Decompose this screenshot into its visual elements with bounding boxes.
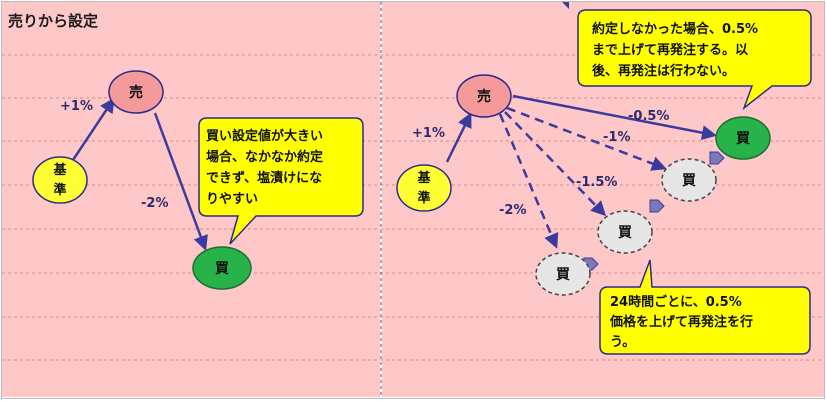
left-callout-line-2: 場合、なかなか約定 [206, 149, 323, 165]
left-buy-label: 買 [215, 261, 230, 277]
right-buy-label: 買 [736, 131, 751, 147]
right-top-callout-line-2: まで上げて再発注する。以 [592, 42, 748, 58]
right-bottom-callout-line-1: 24時間ごとに、0.5% [610, 294, 742, 310]
right-base-node [396, 164, 452, 212]
right-top-callout-bubble [577, 9, 812, 111]
right-sell-label: 売 [477, 88, 491, 105]
chevron-icon [709, 151, 725, 165]
right-pending-buy-label-2: 買 [618, 225, 633, 241]
left-base-label-2: 準 [53, 182, 66, 198]
left-fall-pct: -2% [141, 196, 168, 211]
left-rise-arrow [71, 97, 115, 161]
right-buy-node [715, 116, 771, 160]
right-pending-buy-node-1 [535, 252, 591, 296]
left-fall-arrow [153, 112, 208, 251]
right-rise-pct: +1% [412, 126, 445, 141]
left-callout-line-1: 買い設定値が大きい [206, 128, 323, 144]
right-rise-arrow [445, 112, 472, 163]
right-step-pct-3: -1.5% [576, 175, 617, 190]
left-callout-line-4: りやすい [206, 192, 258, 207]
right-step-pct-1: -0.5% [628, 109, 669, 124]
right-bottom-callout-bubble [599, 259, 811, 355]
right-sell-node [456, 74, 512, 118]
left-sell-label: 売 [129, 84, 143, 101]
right-step-pct-2: -1% [603, 130, 630, 145]
right-bottom-callout-line-2: 価格を上げて再発注を行 [609, 314, 753, 330]
right-step-pct-4: -2% [499, 203, 526, 218]
left-base-label-1: 基 [52, 162, 67, 178]
left-callout-line-3: できず、塩漬けにな [206, 170, 322, 186]
right-pending-buy-node-3 [661, 158, 717, 202]
right-solid-arrow [512, 94, 717, 141]
left-rise-pct: +1% [60, 99, 93, 114]
right-pending-buy-node-2 [597, 210, 653, 254]
top-marker-icon [562, 2, 569, 9]
right-dashed-arrow-2 [504, 111, 607, 217]
right-dashed-arrow-3 [498, 113, 559, 249]
left-buy-node [192, 246, 252, 290]
left-callout-bubble [198, 117, 364, 245]
chevron-icon [649, 199, 665, 213]
right-top-callout-line-1: 約定しなかった場合、0.5% [592, 21, 758, 37]
page-title: 売りから設定 [8, 12, 98, 30]
left-base-node [32, 156, 88, 204]
left-sell-node [108, 70, 164, 114]
right-bottom-callout-line-3: う。 [610, 335, 635, 350]
right-base-label-2: 準 [417, 190, 430, 206]
right-pending-buy-label-3: 買 [682, 173, 697, 189]
right-dashed-arrow-1 [506, 106, 667, 171]
right-base-label-1: 基 [416, 170, 431, 186]
right-top-callout-line-3: 後、再発注は行わない。 [592, 63, 735, 79]
right-pending-buy-label-1: 買 [556, 267, 571, 283]
